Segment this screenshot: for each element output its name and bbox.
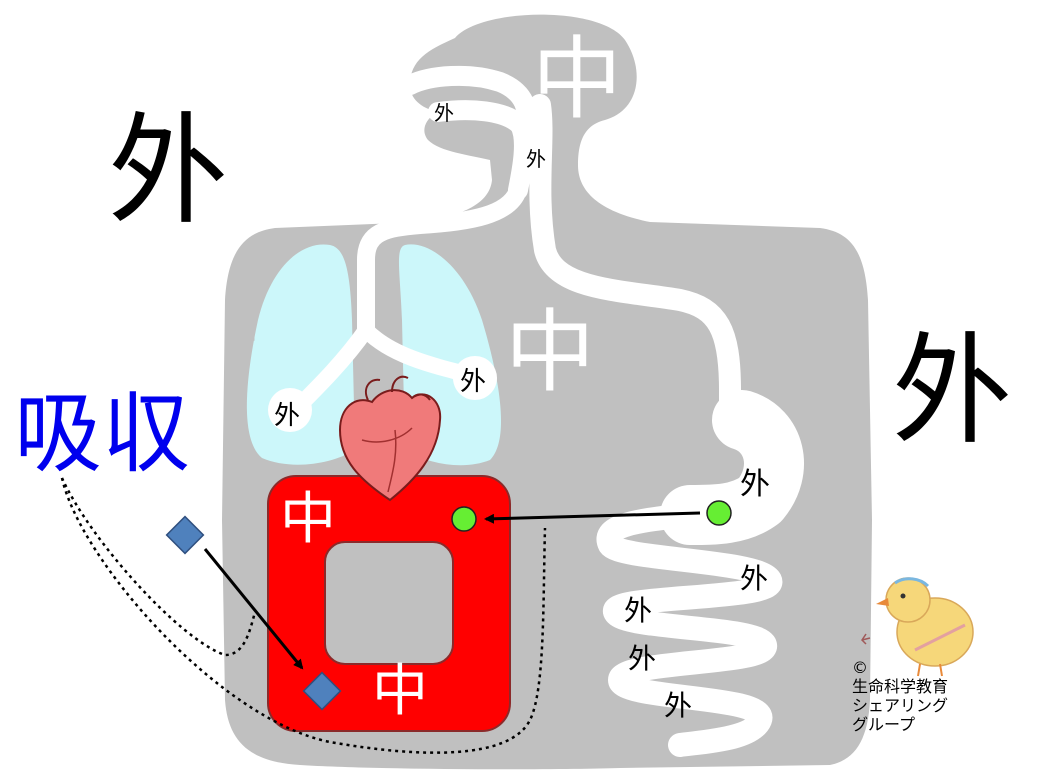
label-outside-intestine-4: 外: [664, 689, 692, 722]
label-outside-big-right: 外: [892, 322, 1012, 461]
label-absorption: 吸収: [14, 382, 190, 485]
nutrient-dot-gut: [706, 500, 732, 526]
copyright-line-1: 生命科学教育: [852, 677, 949, 696]
absorption-arrow-nutrient: [484, 511, 701, 524]
nutrient-dot-blood: [451, 506, 477, 532]
diamond-inside: [302, 671, 342, 711]
label-outside-throat: 外: [526, 147, 546, 171]
copyright-line-3: グループ: [852, 715, 916, 734]
label-inside-blood-top: 中: [280, 487, 336, 552]
left-alveolus: [268, 388, 312, 432]
label-outside-nose: 外: [434, 101, 454, 125]
label-inside-torso: 中: [505, 300, 595, 405]
label-outside-lung-left: 外: [274, 401, 300, 431]
label-outside-intestine-1: 外: [740, 562, 768, 595]
label-outside-intestine-2: 外: [624, 594, 652, 627]
label-outside-lung-right: 外: [460, 367, 486, 397]
absorption-pointer-lines: [60, 477, 547, 754]
diamond-outside: [165, 515, 205, 555]
heart-icon: [338, 375, 442, 502]
copyright-block: © 生命科学教育 シェアリング グループ: [852, 658, 992, 734]
copyright-symbol: ©: [852, 658, 868, 677]
label-inside-head: 中: [532, 27, 622, 132]
chick-mascot-icon: [861, 577, 974, 677]
label-inside-blood-bottom: 中: [372, 659, 428, 724]
label-outside-stomach: 外: [740, 467, 770, 502]
right-alveolus: [453, 356, 497, 400]
absorption-arrow-diamond: [203, 548, 304, 670]
copyright-line-2: シェアリング: [852, 696, 949, 715]
label-outside-big-left: 外: [108, 102, 228, 241]
circulation-inner: [324, 541, 454, 665]
label-outside-intestine-3: 外: [628, 642, 656, 675]
